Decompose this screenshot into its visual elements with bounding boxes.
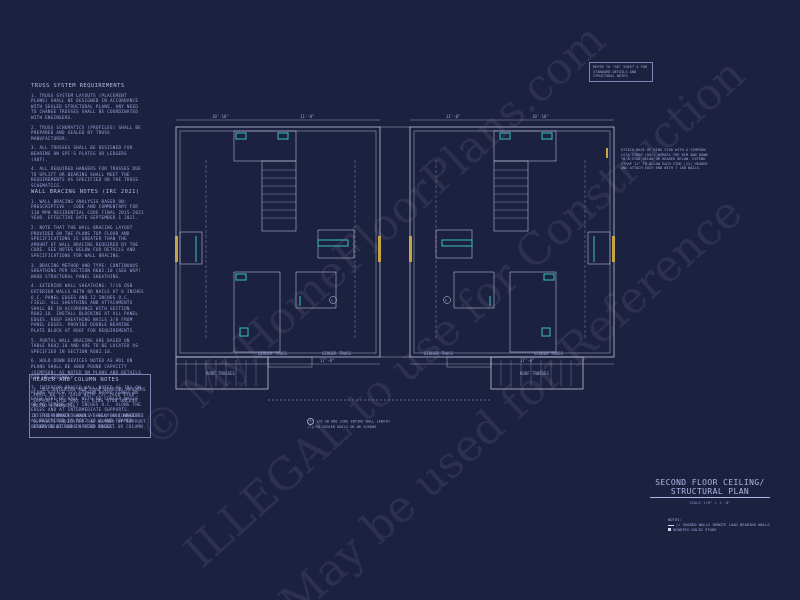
teal-wall-segment [235, 132, 247, 140]
left-porch [175, 356, 269, 390]
bubble-b-text: 1/2 GB ONE SIDE ENTIRE WALL LENGTH (7) 5… [307, 419, 390, 430]
plan-title-line-1: SECOND FLOOR CEILING/ [655, 478, 765, 487]
header-note-1: 1. ALL EXTERIOR AND LOAD BEARING HEADERS… [33, 386, 146, 409]
girder-truss-label-far-right: GIRDER TRUSS [534, 351, 563, 356]
plan-title-line-2: STRUCTURAL PLAN [670, 487, 750, 496]
right-porch [490, 356, 584, 390]
legend-item-1: // SHADED WALLS DENOTE LOAD BEARING WALL… [676, 521, 770, 527]
dimension-d: 10'-10" [532, 114, 549, 119]
truss-note-1: 1. TRUSS SYSTEM LAYOUTS (PLACEMENT PLANS… [31, 92, 139, 120]
bubble-b-mark: B [307, 418, 314, 425]
truss-notes-heading: TRUSS SYSTEM REQUIREMENTS [31, 83, 125, 89]
legend: NOTES: // SHADED WALLS DENOTE LOAD BEARI… [668, 517, 778, 533]
title-block: SECOND FLOOR CEILING/ STRUCTURAL PLAN SC… [650, 478, 770, 505]
bracing-note-4: 4. EXTERIOR WALL SHEATHING: 7/16 OSB EXT… [31, 283, 144, 334]
truss-note-3: 3. ALL TRUSSES SHALL BE DESIGNED FOR BEA… [31, 145, 133, 162]
roof-trusses-label-right: ROOF TRUSSES [520, 371, 549, 376]
callout-a-text: A [331, 299, 333, 303]
plan-scale: SCALE 1/8" = 1'-0" [650, 500, 770, 505]
bracing-note-5: 5. PORTAL WALL BRACING ARE BASED ON TABL… [31, 337, 139, 354]
bracing-note-7: 7. INTERIOR BRACED WALL NOTED AS IB1 ON … [31, 384, 144, 429]
truss-note-4: 4. ALL REQUIRED HANGERS FOR TRUSSES DUE … [31, 166, 142, 188]
bracing-note-2: 2. NOTE THAT THE WALL BRACING LAYOUT PRO… [31, 224, 139, 258]
strap-callout-note: ATTACH BASE OF KING STUD WITH A SIMPSON … [621, 148, 708, 171]
left-stair [261, 160, 297, 232]
legend-item-2: DENOTES SOLID STUDS [673, 526, 717, 532]
header-note-2: 2. THE NUMBER SHOWN AT BEAM AND HEADER S… [33, 412, 146, 430]
legend-heading: NOTES: [668, 517, 682, 522]
legend-row-1: // SHADED WALLS DENOTE LOAD BEARING WALL… [668, 521, 778, 528]
callout-bubble-b [443, 296, 451, 304]
reference-box: REFER TO "SD" SHEET 4 FOR STANDARD DETAI… [589, 62, 653, 82]
gold-post [175, 236, 178, 262]
bracing-note-3: 3. BRACING METHOD AND TYPE: CONTINUOUS S… [31, 262, 142, 279]
header-column-notes: HEADER AND COLUMN NOTES 1. ALL EXTERIOR … [29, 374, 151, 438]
load-bearing-wall-icon [668, 524, 674, 526]
callout-b-text: B [445, 299, 447, 303]
truss-system-notes: TRUSS SYSTEM REQUIREMENTS 1. TRUSS SYSTE… [31, 83, 146, 193]
truss-note-2: 2. TRUSS SCHEMATICS (PROFILES) SHALL BE … [31, 124, 142, 141]
dimension-b: 11'-0" [300, 114, 314, 119]
callout-bubble-a [329, 296, 337, 304]
header-notes-heading: HEADER AND COLUMN NOTES [33, 377, 120, 383]
right-unit-outline [409, 126, 615, 358]
girder-truss-label-left: GIRDER TRUSS [258, 351, 287, 356]
bracing-notes-heading: WALL BRACING NOTES (IRC 2021) [31, 189, 140, 195]
dimension-a: 10'-10" [212, 114, 229, 119]
left-unit-outline [175, 126, 381, 358]
dimension-f: 17'-0" [520, 358, 534, 363]
bracing-note-1: 1. WALL BRACING ANALYSIS BASED ON: PRESC… [31, 198, 144, 221]
solid-stud-icon [668, 528, 671, 532]
right-stair [493, 160, 529, 232]
dimension-e: 17'-0" [320, 358, 334, 363]
roof-trusses-label-left: ROOF TRUSSES [206, 371, 235, 376]
dimension-c: 11'-0" [446, 114, 460, 119]
bracing-note-6: 6. HOLD-DOWN DEVICES NOTED AS HD1 ON PLA… [31, 358, 142, 381]
scale-label: SCALE [689, 500, 701, 505]
girder-truss-label-center: GIRDER TRUSS [322, 351, 351, 356]
girder-truss-label-right: GIRDER TRUSS [424, 351, 453, 356]
legend-row-2: DENOTES SOLID STUDS [668, 526, 778, 533]
scale-value: 1/8" = 1'-0" [703, 500, 731, 505]
plan-title: SECOND FLOOR CEILING/ STRUCTURAL PLAN [650, 478, 770, 498]
wall-bracing-notes: WALL BRACING NOTES (IRC 2021) 1. WALL BR… [31, 189, 146, 434]
